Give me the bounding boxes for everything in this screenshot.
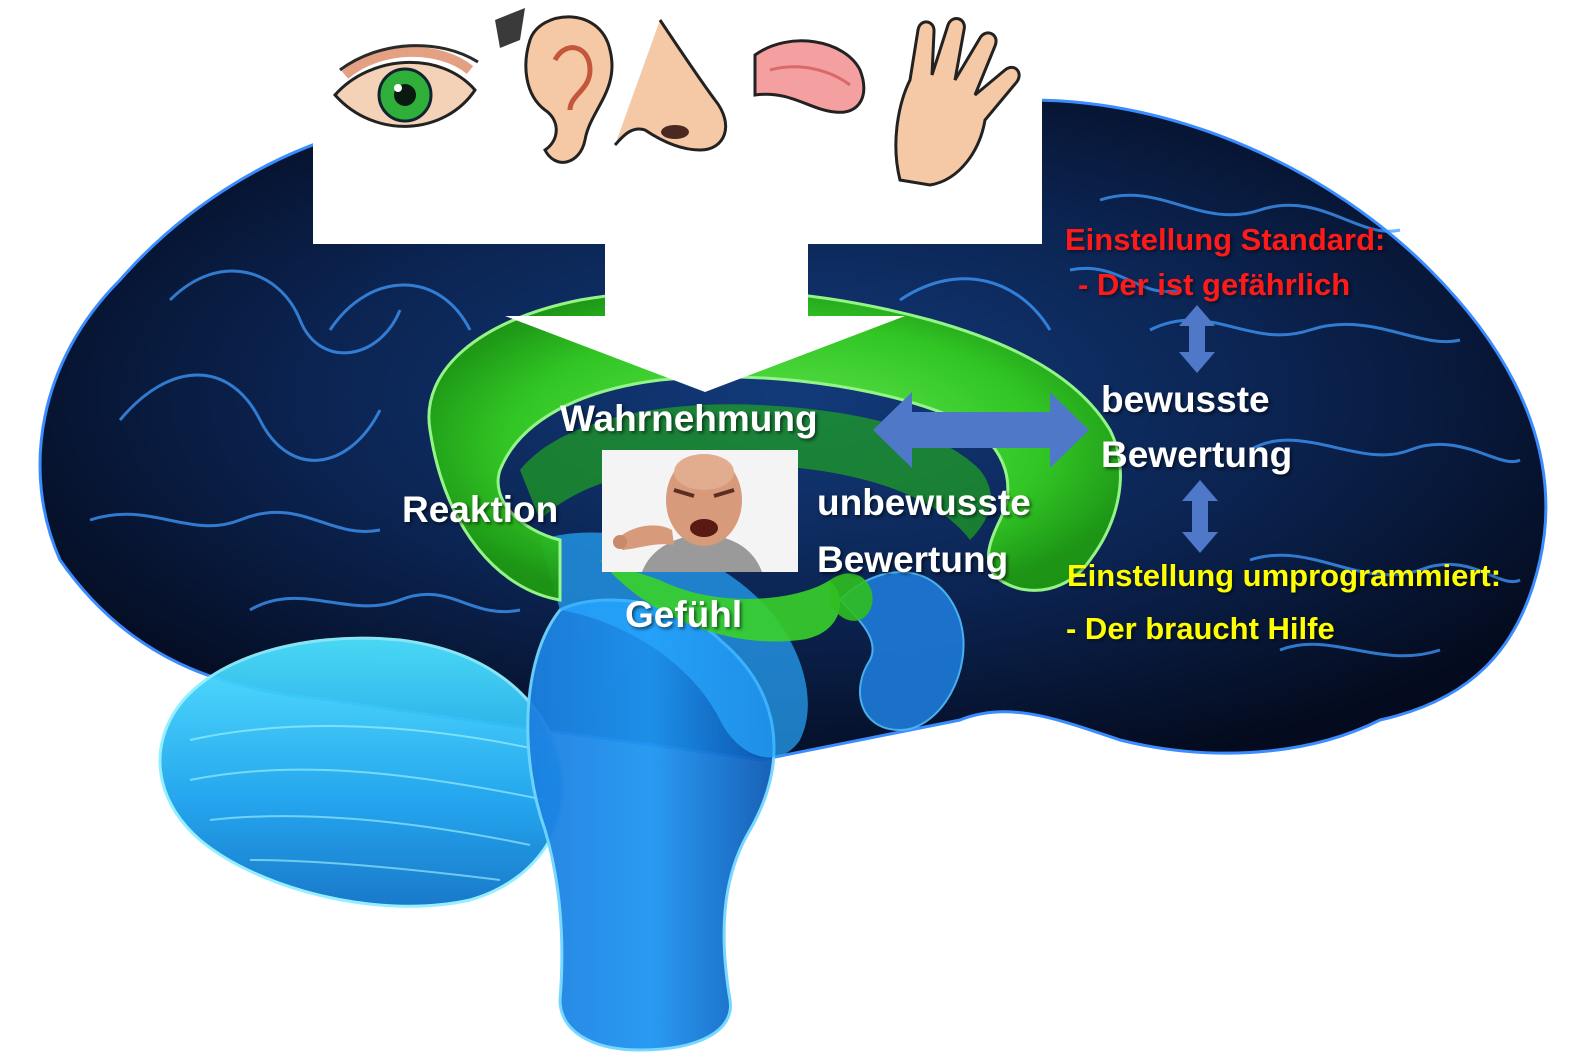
- label-unbewusste-bewertung: Bewertung: [817, 541, 1008, 578]
- label-einstellung-umprogrammiert: Einstellung umprogrammiert:: [1067, 560, 1501, 591]
- label-umprogrammiert-item: - Der braucht Hilfe: [1066, 613, 1335, 644]
- label-wahrnehmung: Wahrnehmung: [560, 400, 818, 437]
- label-einstellung-standard: Einstellung Standard:: [1065, 224, 1385, 255]
- label-reaktion: Reaktion: [402, 491, 558, 528]
- angry-man-photo: [602, 450, 798, 572]
- label-standard-item: - Der ist gefährlich: [1078, 269, 1350, 300]
- label-unbewusste: unbewusste: [817, 484, 1031, 521]
- label-bewusste: bewusste: [1101, 381, 1270, 418]
- label-bewusste-bewertung: Bewertung: [1101, 436, 1292, 473]
- label-gefuehl: Gefühl: [625, 596, 742, 633]
